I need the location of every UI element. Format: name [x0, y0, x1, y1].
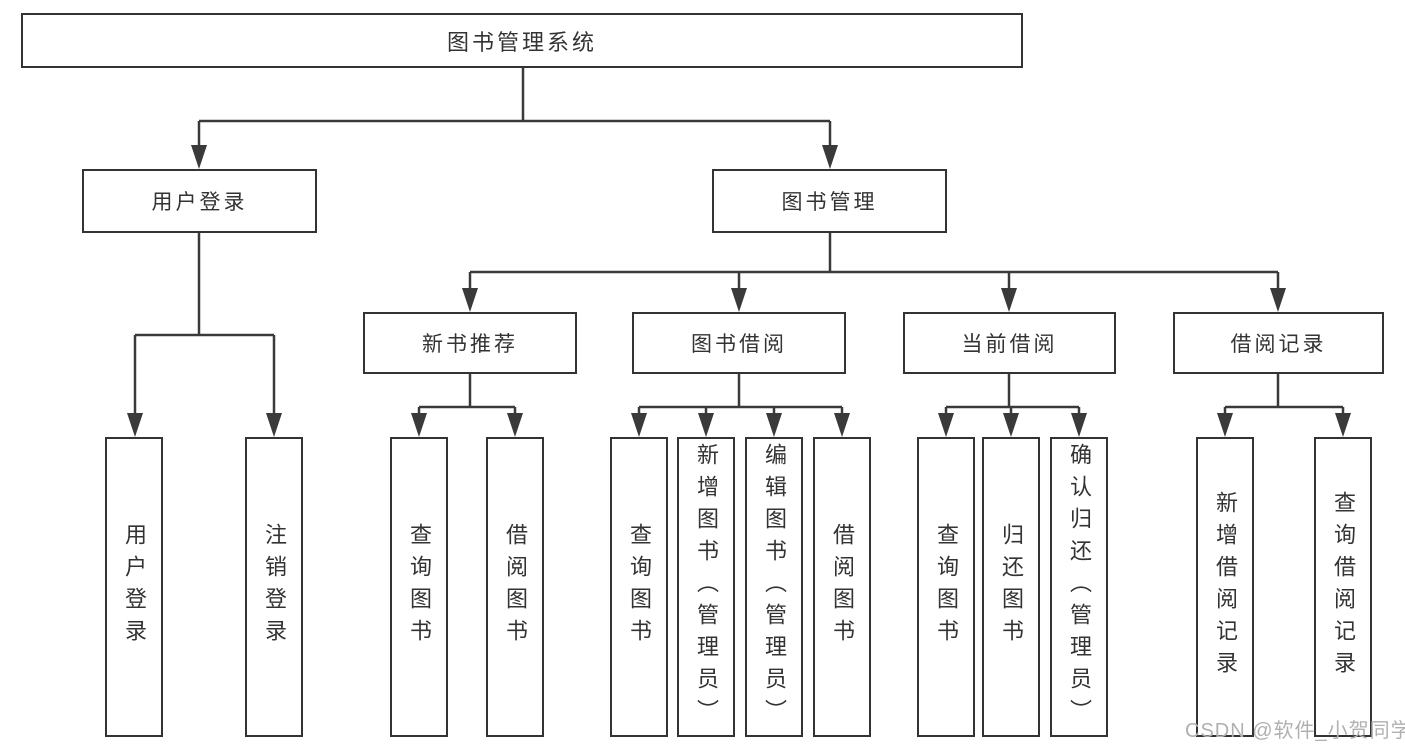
node-label: 用户登录 — [151, 191, 248, 214]
leaf-confirm-return-admin: 确认归还（管理员） — [1050, 437, 1108, 737]
leaf-user-login: 用户登录 — [105, 437, 163, 737]
leaf-query-borrow-record: 查询借阅记录 — [1314, 437, 1372, 737]
leaf-add-book-admin: 新增图书（管理员） — [677, 437, 735, 737]
node-current-borrow: 当前借阅 — [903, 312, 1116, 374]
node-label: 查询图书 — [627, 523, 652, 651]
node-user-login: 用户登录 — [82, 169, 317, 233]
connector-book-borrow-to-leaves — [631, 374, 850, 437]
connector-borrow-record-to-leaves — [1217, 374, 1351, 437]
node-label: 借阅图书 — [503, 523, 528, 651]
leaf-return-book: 归还图书 — [982, 437, 1040, 737]
node-label: 新增图书（管理员） — [694, 443, 719, 731]
node-label: 当前借阅 — [961, 333, 1058, 356]
node-label: 确认归还（管理员） — [1067, 443, 1092, 731]
leaf-query-book-2: 查询图书 — [610, 437, 668, 737]
node-label: 查询图书 — [407, 523, 432, 651]
leaf-query-book-3: 查询图书 — [917, 437, 975, 737]
connector-book-management-to-level3 — [462, 233, 1286, 312]
node-label: 借阅图书 — [830, 523, 855, 651]
node-borrow-record: 借阅记录 — [1173, 312, 1384, 374]
node-label: 图书借阅 — [691, 333, 787, 356]
node-book-management: 图书管理 — [712, 169, 947, 233]
node-new-book-recommend: 新书推荐 — [363, 312, 577, 374]
leaf-logout: 注销登录 — [245, 437, 303, 737]
connector-user-login-to-leaves — [127, 233, 282, 437]
node-label: 新增借阅记录 — [1213, 491, 1238, 683]
node-label: 借阅记录 — [1230, 333, 1327, 356]
node-label: 注销登录 — [262, 523, 287, 651]
connector-new-book-to-leaves — [411, 374, 523, 437]
node-label: 图书管理 — [781, 191, 878, 214]
csdn-watermark: CSDN @软件_小贺同学 — [1185, 720, 1405, 742]
leaf-borrow-book-2: 借阅图书 — [813, 437, 871, 737]
node-label: 编辑图书（管理员） — [762, 443, 787, 731]
leaf-query-book-1: 查询图书 — [390, 437, 448, 737]
node-label: 用户登录 — [122, 523, 147, 651]
connector-current-borrow-to-leaves — [938, 374, 1087, 437]
leaf-add-borrow-record: 新增借阅记录 — [1196, 437, 1254, 737]
connector-root-to-level2 — [191, 68, 838, 169]
node-label: 图书管理系统 — [446, 29, 597, 55]
node-label: 新书推荐 — [422, 333, 518, 356]
node-label: 查询图书 — [934, 523, 959, 651]
node-book-borrow: 图书借阅 — [632, 312, 846, 374]
node-root: 图书管理系统 — [21, 13, 1023, 68]
leaf-borrow-book-1: 借阅图书 — [486, 437, 544, 737]
node-label: 归还图书 — [999, 523, 1024, 651]
node-label: 查询借阅记录 — [1331, 491, 1356, 683]
leaf-edit-book-admin: 编辑图书（管理员） — [745, 437, 803, 737]
